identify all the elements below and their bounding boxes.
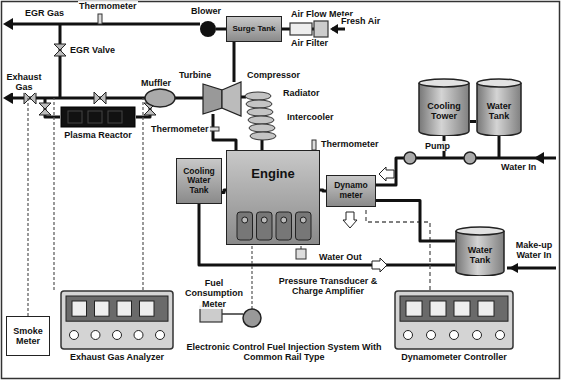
node-text: Cooling Tower: [420, 101, 468, 121]
water-tank: Water Tank: [455, 226, 505, 276]
pipe-connector: [376, 201, 455, 241]
part-label: EGR Valve: [69, 45, 116, 55]
part-label: Fresh Air: [340, 16, 381, 26]
engine-block: Engine: [226, 150, 320, 245]
part-label: Thermometer: [320, 139, 380, 149]
part-label: Exhaust Gas: [4, 72, 44, 93]
part-label: Turbine: [178, 70, 212, 80]
node-text: Cooling Water Tank: [179, 167, 219, 196]
part-label: Compressor: [246, 70, 301, 80]
node-text: Dynamo meter: [329, 181, 373, 200]
part-label: Pressure Transducer & Charge Amplifier: [268, 276, 388, 297]
part-label: EGR Gas: [24, 8, 65, 18]
node-text: Dynamometer Controller: [401, 352, 507, 362]
part-label: Fuel Consumption Meter: [182, 278, 246, 309]
node-text: Plasma Reactor: [64, 130, 132, 140]
plasma-reactor: Plasma Reactor: [60, 106, 136, 140]
node-text: Water Tank: [478, 101, 520, 121]
part-label: Radiator: [282, 88, 321, 98]
pipe-connector: [470, 120, 476, 123]
engine-cylinders: [227, 151, 321, 246]
instrument-panel: [394, 290, 514, 350]
part-label: Air Filter: [290, 38, 329, 48]
instrument-panel: [60, 290, 174, 350]
part-label: Thermometer: [78, 1, 138, 11]
dynamometer: Dynamo meter: [326, 175, 376, 207]
cooling-water-tank: Cooling Water Tank: [176, 158, 222, 204]
part-label: Blower: [190, 6, 222, 16]
smoke-meter: Smoke Meter: [6, 316, 50, 356]
part-label: Water Out: [318, 252, 363, 262]
part-label: Intercooler: [286, 112, 335, 122]
node-text: Engine: [251, 167, 294, 182]
node-text: Smoke Meter: [9, 326, 47, 346]
part-label: Electronic Control Fuel Injection System…: [178, 342, 390, 363]
part-label: Make-up Water In: [510, 240, 558, 261]
dynamometer-controller: Dynamometer Controller: [394, 290, 514, 362]
part-label: Thermometer: [150, 124, 210, 134]
node-text: Water Tank: [457, 245, 503, 265]
reactor-body: [60, 106, 136, 128]
cooling-tower: Cooling Tower: [418, 78, 470, 136]
exhaust-gas-analyzer: Exhaust Gas Analyzer: [60, 290, 174, 362]
part-label: Muffler: [140, 78, 172, 88]
node-text: Surge Tank: [233, 25, 276, 34]
water-tank: Water Tank: [476, 78, 522, 136]
node-text: Exhaust Gas Analyzer: [70, 352, 164, 362]
surge-tank: Surge Tank: [226, 16, 282, 42]
part-label: Water In: [500, 162, 537, 172]
part-label: Pump: [424, 141, 451, 151]
